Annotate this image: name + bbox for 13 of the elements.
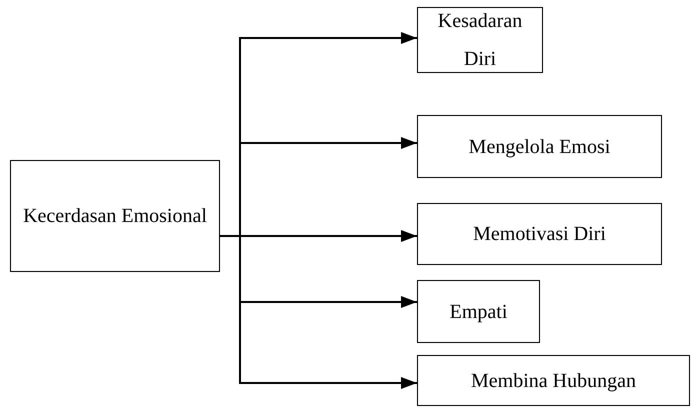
box-label: Kesadaran Diri	[436, 9, 524, 72]
box-label: Membina Hubungan	[471, 368, 636, 394]
box-label: Mengelola Emosi	[468, 134, 610, 160]
box-label: Memotivasi Diri	[473, 222, 606, 247]
text-box	[417, 355, 690, 406]
text-box	[417, 203, 662, 265]
arrow	[220, 235, 417, 389]
box-label: Empati	[450, 300, 508, 324]
text-box	[417, 280, 540, 343]
text-box	[417, 7, 543, 73]
text-box	[417, 115, 662, 178]
box-label: Kecerdasan Emosional	[23, 204, 207, 229]
text-box	[10, 160, 220, 272]
